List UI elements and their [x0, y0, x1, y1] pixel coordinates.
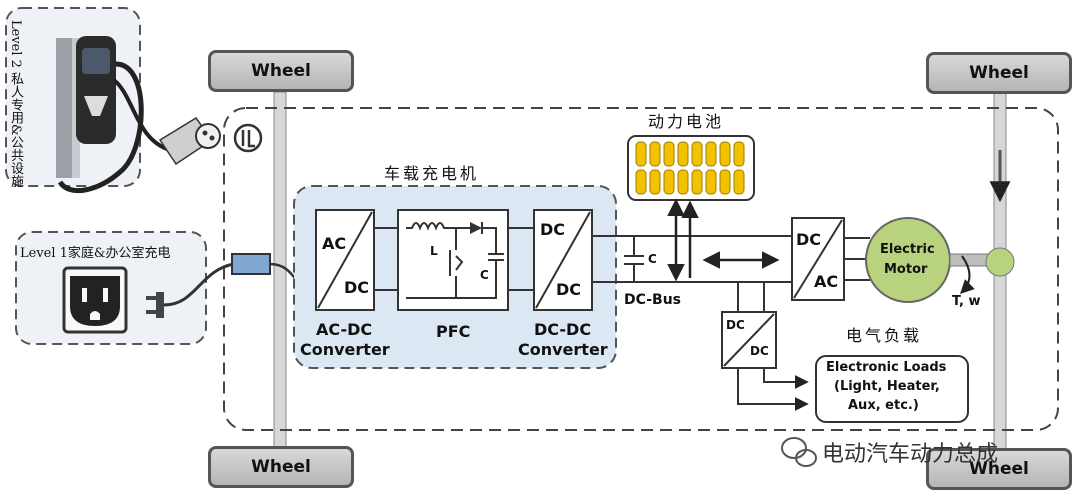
wheel-bottom-right: Wheel [926, 448, 1072, 490]
level2-charger-icon [56, 36, 171, 194]
pfc-capacitor-label: C [480, 268, 489, 282]
electric-motor [865, 217, 951, 303]
dc-bus-capacitor-label: C [648, 252, 657, 266]
battery-cell [677, 141, 689, 167]
battery-cell [635, 169, 647, 195]
motor-label-line2: Motor [884, 262, 928, 277]
watermark-text: 电动汽车动力总成 [822, 442, 999, 467]
dcdc-name-line1: DC-DC [534, 320, 592, 339]
dcdc-converter-block [533, 209, 593, 311]
acdc-bottom-label: DC [344, 278, 370, 297]
battery-cell [635, 141, 647, 167]
level2-plug-icon [158, 116, 221, 166]
acdc-name-line2: Converter [300, 340, 390, 359]
inverter-bottom-label: AC [814, 272, 839, 291]
inverter-top-label: DC [796, 230, 822, 249]
battery-cell [691, 169, 703, 195]
electronic-loads-line2: (Light, Heater, [834, 379, 940, 394]
motor-output-label: T, w [952, 294, 981, 309]
aux-dcdc-block [721, 311, 777, 369]
aux-wires [737, 282, 809, 411]
onboard-charger-title: 车载充电机 [384, 164, 480, 183]
vehicle-charge-port-icon [233, 123, 263, 153]
wall-outlet-icon [62, 266, 128, 334]
battery-cell [719, 169, 731, 195]
level1-plug-icon [146, 262, 235, 318]
charger-internal-wires [374, 227, 534, 291]
dc-bus-label: DC-Bus [624, 292, 681, 308]
ac-inlet-box [231, 253, 271, 275]
aux-dcdc-top-label: DC [726, 318, 745, 332]
acdc-name-line1: AC-DC [316, 320, 373, 339]
level1-label: Level 1家庭&办公室充电 [20, 246, 171, 261]
battery-cell [663, 141, 675, 167]
battery-cell [663, 169, 675, 195]
dc-bus-capacitor [624, 255, 644, 265]
level2-label: Level 2 私人专用&公共设施 [8, 20, 23, 188]
electronic-loads-line3: Aux, etc.) [848, 398, 919, 413]
battery-title: 动力电池 [648, 112, 725, 131]
dcdc-bottom-label: DC [556, 280, 582, 299]
vehicle-boundary [223, 107, 1059, 431]
battery-cell [733, 169, 745, 195]
motor-label-line1: Electric [880, 242, 935, 257]
electronic-loads-line1: Electronic Loads [826, 360, 947, 375]
battery-cell [649, 169, 661, 195]
battery-cell [733, 141, 745, 167]
battery-cell [649, 141, 661, 167]
rear-axle [273, 91, 287, 455]
battery-pack [627, 135, 755, 201]
dc-bus-wires [592, 235, 792, 283]
motor-shaft-hub [985, 247, 1015, 277]
pfc-block [397, 209, 509, 311]
wheel-bottom-left: Wheel [208, 446, 354, 488]
wechat-icon [781, 437, 817, 467]
aux-dcdc-bottom-label: DC [750, 344, 769, 358]
battery-cell [691, 141, 703, 167]
electronic-loads-box [815, 355, 969, 423]
acdc-top-label: AC [322, 234, 347, 253]
battery-cell [719, 141, 731, 167]
torque-arrow [960, 255, 975, 294]
battery-cell [677, 169, 689, 195]
battery-cell [705, 141, 717, 167]
battery-cell [705, 169, 717, 195]
wheel-top-left: Wheel [208, 50, 354, 92]
dcdc-top-label: DC [540, 220, 566, 239]
pfc-name: PFC [436, 322, 471, 341]
wheel-top-right: Wheel [926, 52, 1072, 94]
pfc-inductor-label: L [430, 244, 438, 258]
dcdc-name-line2: Converter [518, 340, 608, 359]
acdc-converter-block [315, 209, 375, 311]
electrical-loads-title: 电气负载 [846, 326, 923, 345]
